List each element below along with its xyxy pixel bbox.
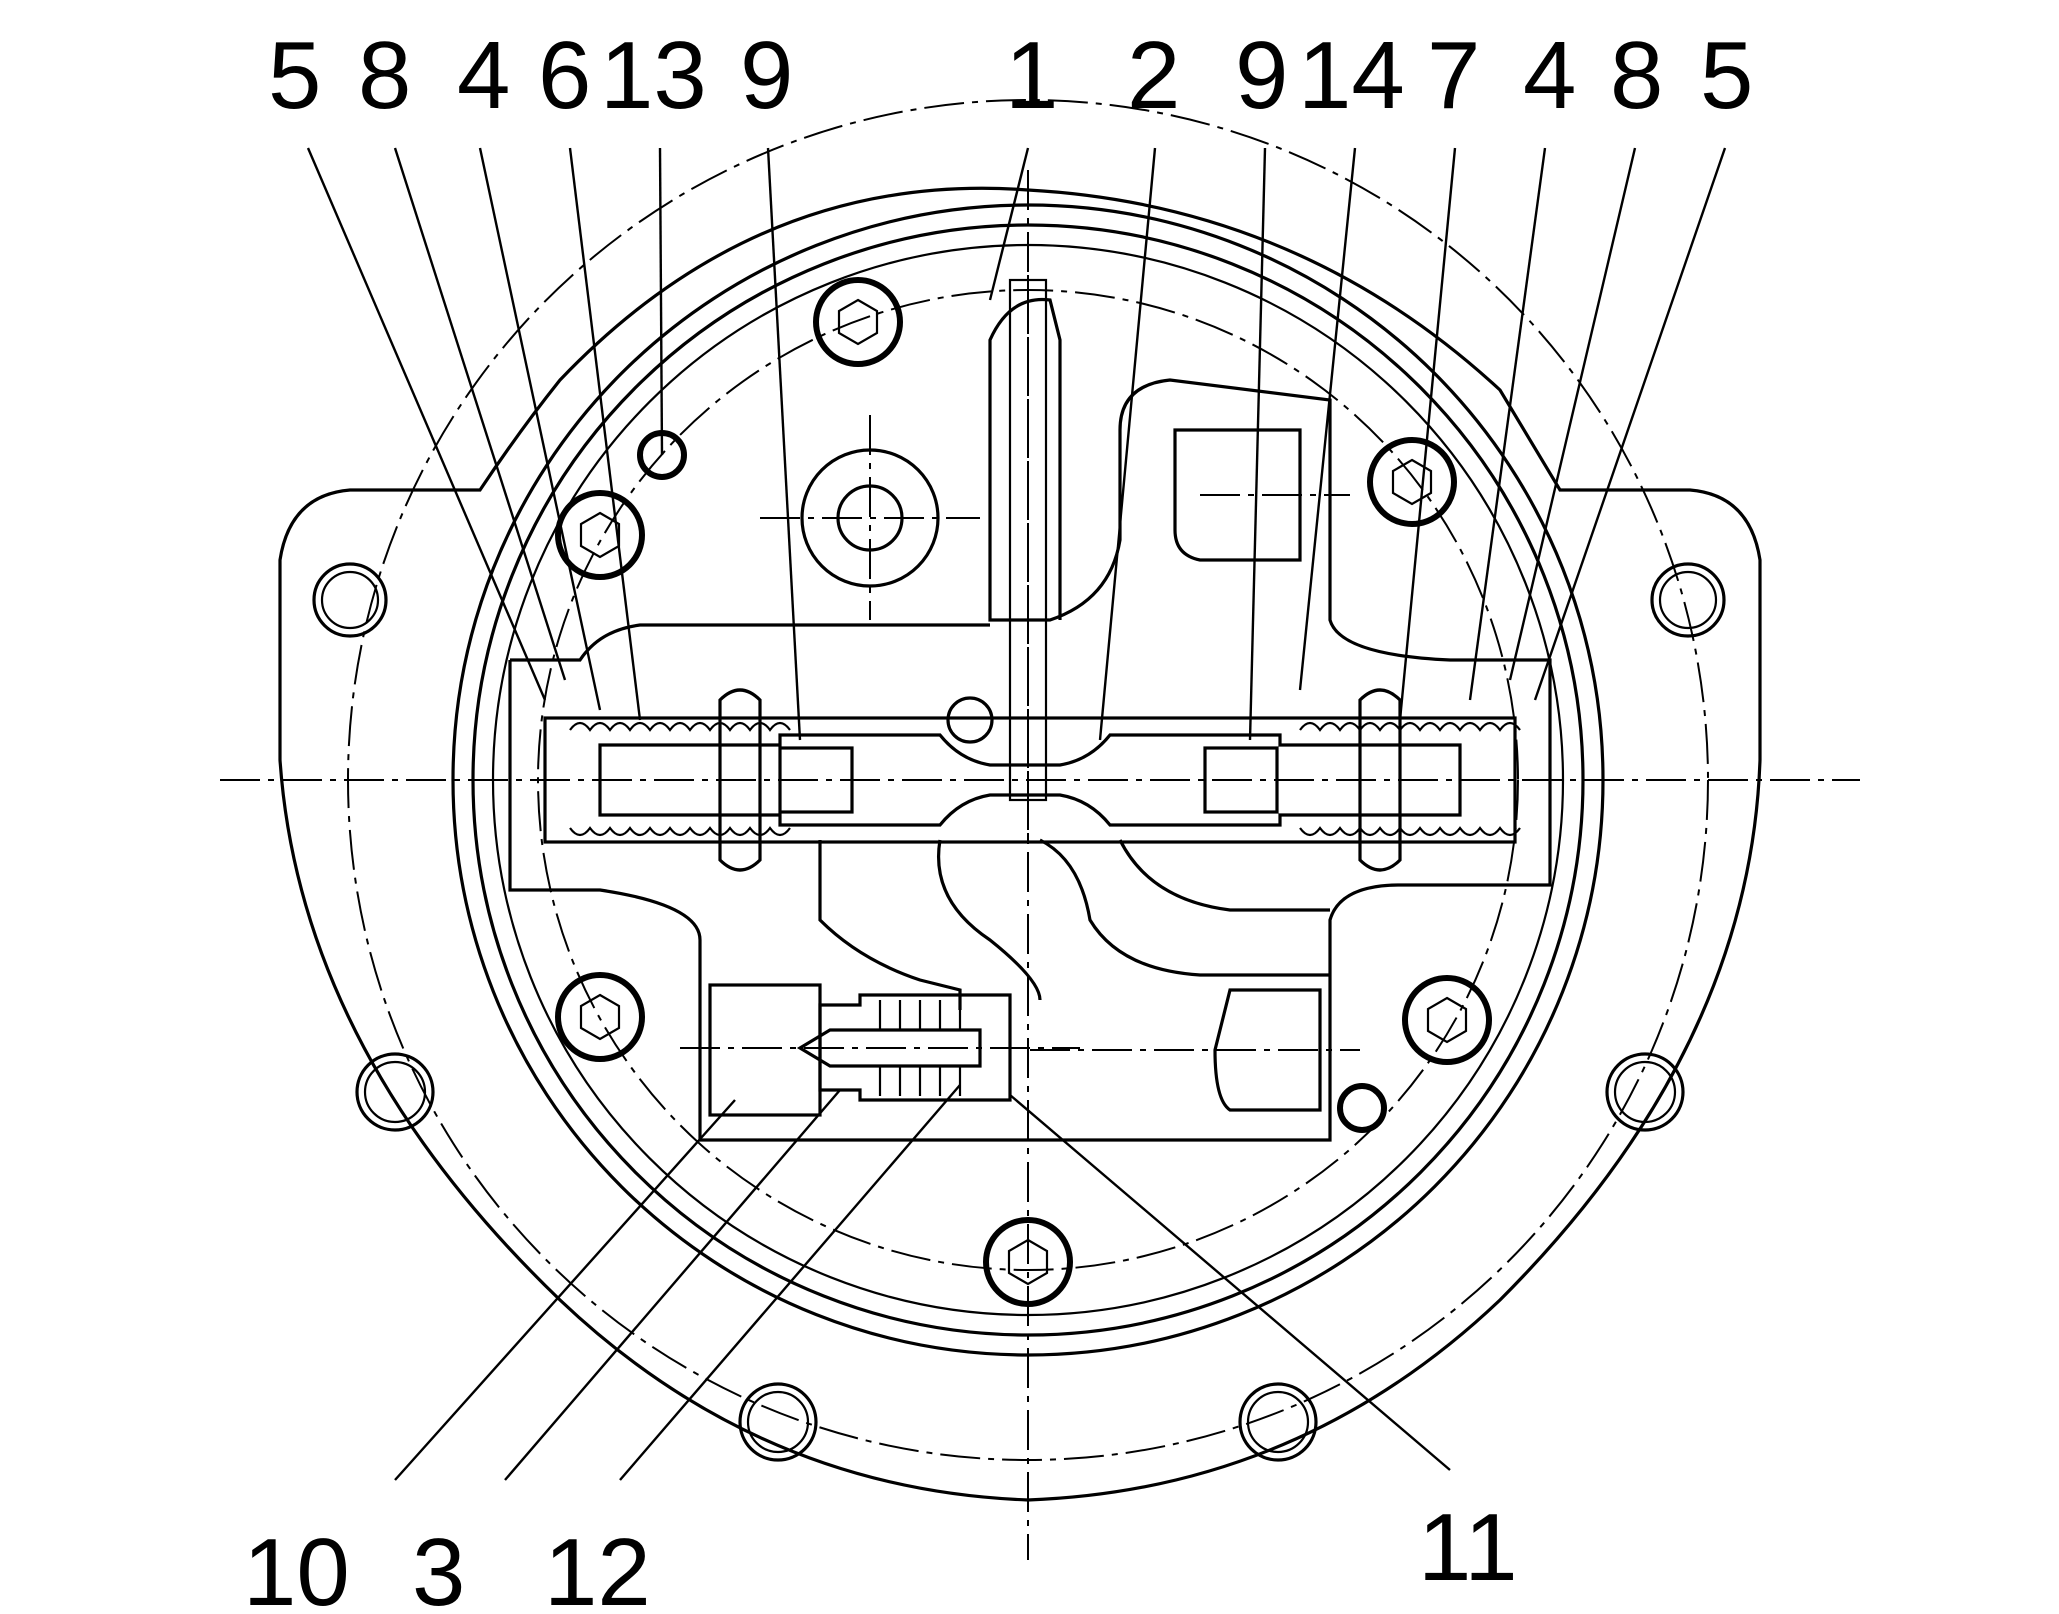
ref-label: 5 [268,22,321,129]
right-upper-pocket [1173,428,1302,562]
ref-label: 6 [538,22,591,129]
cover-bolts [555,277,1492,1307]
ref-label: 14 [1298,22,1405,129]
lower-passage [818,840,962,1010]
ref-label: 8 [358,22,411,129]
flange-hole [355,1052,435,1132]
ref-label: 13 [600,22,707,129]
ref-label: 9 [740,22,793,129]
hex-socket [837,298,879,346]
spool-ball [946,696,994,744]
left-spring [569,721,791,837]
hex-socket [1007,1238,1049,1286]
relief-valve [818,993,1012,1102]
bolt-head [1402,975,1492,1065]
flange-hole [738,1382,818,1462]
plug [1337,1083,1387,1133]
hex-socket [1426,996,1468,1044]
flange-hole [1246,1390,1310,1454]
ref-label: 1 [1005,22,1058,129]
ref-label: 8 [1610,22,1663,129]
flange-holes [312,562,1726,1462]
ref-label: 7 [1427,22,1480,129]
flange-hole [1238,1382,1318,1462]
flange-hole [746,1390,810,1454]
bottom-reference-labels: 10 3 12 11 [243,1494,1518,1614]
spool [598,733,1462,827]
ref-label: 3 [412,1519,465,1614]
ref-label: 9 [1235,22,1288,129]
right-piston [1203,746,1279,814]
leader-lines-top [306,147,1727,741]
flange-hole [1658,570,1718,630]
top-reference-labels: 5 8 4 6 13 9 1 2 9 14 7 4 8 5 [268,22,1753,129]
ref-label: 5 [1700,22,1753,129]
hex-socket [579,993,621,1041]
ref-label: 4 [457,22,510,129]
ref-label: 4 [1523,22,1576,129]
ref-label: 12 [544,1519,651,1614]
valve-body-left-top [510,623,990,662]
mounting-flange-outline [278,186,1762,1502]
flange-hole [1613,1060,1677,1124]
flange-hole [320,570,380,630]
leader-lines-bottom [394,1084,1451,1481]
valve-body-outline [508,297,1552,1142]
flange-hole [363,1060,427,1124]
right-spring [1299,721,1521,837]
spool-land [1358,688,1402,872]
hex-socket [579,511,621,559]
flange-hole [312,562,388,638]
spool-bore [543,716,1517,844]
bolt-head [555,972,645,1062]
ref-label: 11 [1418,1494,1518,1601]
bolt-head [813,277,903,367]
flange-hole [1650,562,1726,638]
spool-land [718,688,762,872]
lower-passage [1118,839,1330,912]
ref-label: 10 [243,1519,350,1614]
left-piston [778,746,854,814]
right-lower-pocket [1213,988,1322,1112]
bolt-head [555,490,645,580]
ref-label: 2 [1127,22,1180,129]
flange-hole [1605,1052,1685,1132]
relief-spring [878,1000,962,1096]
lower-passage [1039,838,1330,977]
lower-passage [937,839,1042,1001]
bolt-head [983,1217,1073,1307]
bolt-head [1367,437,1457,527]
hex-socket [1391,458,1433,506]
